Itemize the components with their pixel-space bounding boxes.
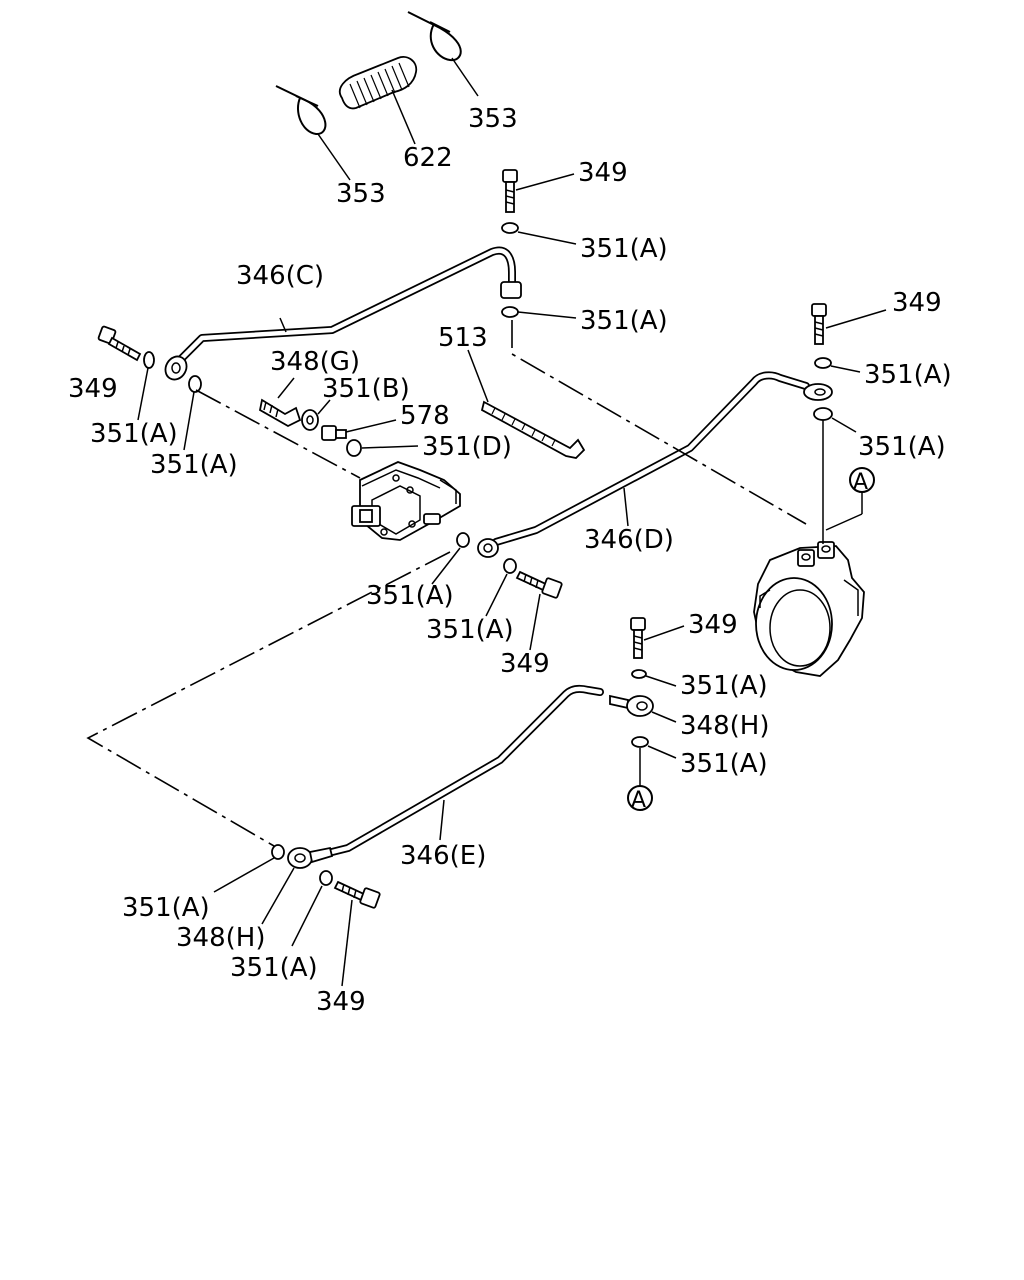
washer-351a-left2	[183, 375, 202, 451]
washer-351a-top1	[501, 222, 577, 245]
bolt-349-mid	[515, 570, 563, 651]
washer-351d	[346, 439, 419, 457]
label-351b: 351(B)	[322, 374, 410, 404]
washer-351a-top2	[501, 306, 577, 319]
label-351a-right2: 351(A)	[858, 432, 946, 462]
fitting-348h-left	[261, 846, 334, 925]
washer-351a-left1	[137, 351, 155, 421]
centerline-pipe-c	[195, 389, 361, 479]
washer-351b	[301, 399, 331, 431]
clamp-353-right	[407, 11, 479, 97]
washer-351a-mid2	[485, 558, 517, 617]
ref-a-top-letter: A	[853, 470, 868, 495]
label-348g: 348(G)	[270, 347, 360, 377]
label-351a-bottom2: 351(A)	[230, 953, 318, 983]
fitting-578	[321, 419, 397, 441]
label-346d: 346(D)	[584, 525, 674, 555]
label-351a-left2: 351(A)	[150, 450, 238, 480]
hose-protector-622	[338, 56, 418, 145]
label-351d: 351(D)	[422, 432, 512, 462]
centerline-pipe-c-right	[511, 320, 807, 525]
label-349-lower: 349	[688, 610, 738, 640]
washer-351a-right1	[814, 357, 861, 373]
washer-351a-right2	[813, 407, 857, 433]
brake-actuator-right	[753, 541, 865, 677]
clip-513	[467, 349, 586, 459]
label-351a-top2: 351(A)	[580, 306, 668, 336]
label-351a-lower2: 351(A)	[680, 749, 768, 779]
label-348h-left: 348(H)	[176, 923, 265, 953]
washer-351a-lower2	[631, 736, 677, 759]
clamp-353-left	[275, 85, 351, 181]
label-353-left: 353	[336, 179, 386, 209]
label-348h-right: 348(H)	[680, 711, 769, 741]
washer-351a-bottom2	[291, 870, 333, 947]
label-346e: 346(E)	[400, 841, 486, 871]
washer-351a-bottom1	[213, 844, 285, 893]
pipe-346c	[164, 246, 522, 381]
label-349-right: 349	[892, 288, 942, 318]
fitting-348g	[258, 377, 302, 428]
label-513: 513	[438, 323, 488, 353]
bolt-349-left	[97, 325, 142, 362]
bolt-349-right	[811, 303, 887, 345]
pipe-346d	[477, 371, 833, 558]
bolt-349-bottom	[333, 880, 381, 987]
ref-a-bottom-letter: A	[631, 788, 646, 813]
label-346c: 346(C)	[236, 261, 324, 291]
label-349-top: 349	[578, 158, 628, 188]
washer-351a-mid1	[431, 532, 470, 585]
label-349-mid: 349	[500, 649, 550, 679]
pipe-346e	[328, 684, 604, 856]
bolt-349-lower	[630, 617, 685, 659]
label-349-left: 349	[68, 374, 118, 404]
label-622: 622	[403, 143, 453, 173]
ref-a-bottom: A	[627, 748, 653, 813]
label-351a-lower1: 351(A)	[680, 671, 768, 701]
label-351a-left1: 351(A)	[90, 419, 178, 449]
valve-body-left	[351, 461, 461, 541]
centerline-pipe-e	[86, 551, 451, 847]
ref-a-top: A	[825, 467, 875, 531]
label-578: 578	[400, 401, 450, 431]
label-351a-mid2: 351(A)	[426, 615, 514, 645]
label-351a-right1: 351(A)	[864, 360, 952, 390]
bolt-349-top	[502, 169, 575, 213]
fitting-348h-right	[609, 694, 677, 723]
label-351a-bottom1: 351(A)	[122, 893, 210, 923]
label-353-right: 353	[468, 104, 518, 134]
label-351a-top1: 351(A)	[580, 234, 668, 264]
label-349-bottom: 349	[316, 987, 366, 1017]
washer-351a-lower1	[631, 669, 677, 687]
label-351a-mid1: 351(A)	[366, 581, 454, 611]
